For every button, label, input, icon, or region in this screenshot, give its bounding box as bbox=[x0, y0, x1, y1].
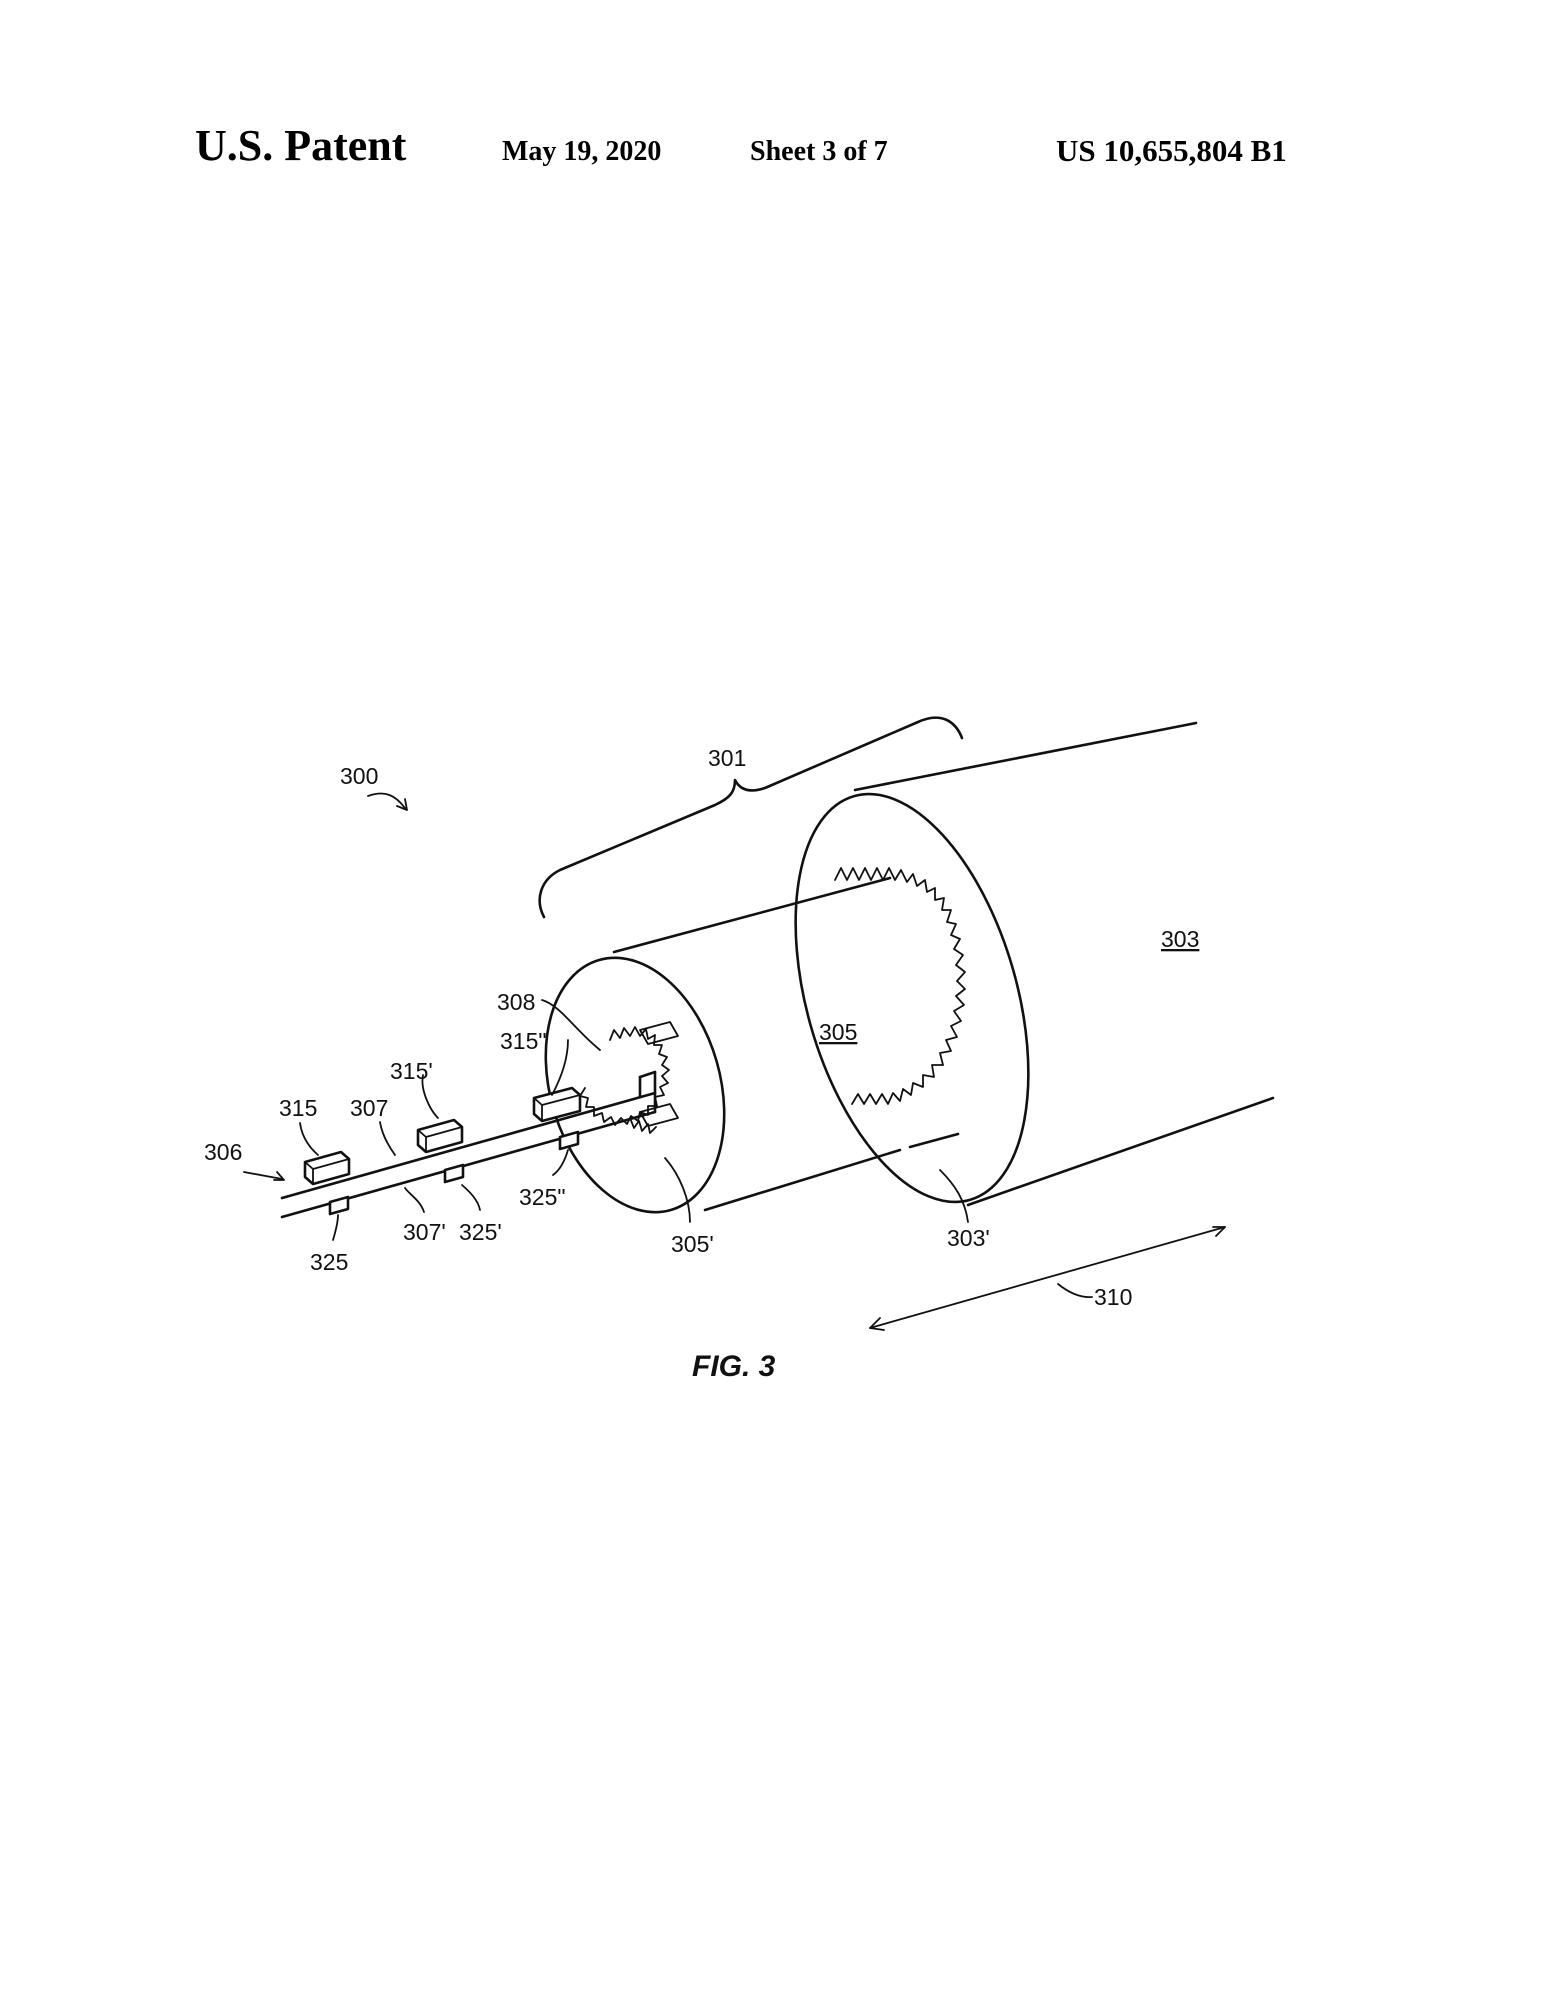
leader-315p bbox=[421, 1074, 439, 1119]
label-300: 300 bbox=[340, 763, 378, 789]
pinion-bracket bbox=[639, 1021, 679, 1127]
inner-cylinder-305 bbox=[612, 876, 960, 1212]
block-325 bbox=[328, 1195, 350, 1216]
label-305: 305 bbox=[819, 1019, 857, 1045]
outer-cylinder-face bbox=[794, 792, 1030, 1204]
pinion-gear-lower-teeth bbox=[629, 1117, 657, 1134]
leader-306 bbox=[243, 1171, 283, 1180]
header-sheet: Sheet 3 of 7 bbox=[750, 136, 888, 167]
label-301: 301 bbox=[708, 745, 746, 771]
label-315: 315 bbox=[279, 1095, 317, 1121]
header-date: May 19, 2020 bbox=[502, 136, 662, 167]
block-315p bbox=[416, 1118, 464, 1154]
outer-cylinder-303 bbox=[853, 721, 1275, 1207]
leader-315 bbox=[299, 1122, 319, 1156]
block-315pp bbox=[532, 1086, 582, 1123]
label-315p: 315' bbox=[390, 1058, 433, 1084]
label-306: 306 bbox=[204, 1139, 242, 1165]
arrow-310-left-head bbox=[869, 1317, 885, 1331]
header-patent-title: U.S. Patent bbox=[195, 121, 407, 170]
block-325pp bbox=[558, 1130, 580, 1151]
leader-310 bbox=[1057, 1283, 1093, 1298]
label-325p: 325' bbox=[459, 1219, 502, 1245]
header-patent-number: US 10,655,804 B1 bbox=[1056, 133, 1287, 168]
block-315 bbox=[303, 1150, 351, 1186]
label-307p: 307' bbox=[403, 1219, 446, 1245]
leader-315pp bbox=[551, 1039, 569, 1096]
label-303: 303 bbox=[1161, 926, 1199, 952]
arrow-310-right-head bbox=[1212, 1226, 1226, 1237]
label-325: 325 bbox=[310, 1249, 348, 1275]
label-310: 310 bbox=[1094, 1284, 1132, 1310]
leader-300 bbox=[367, 792, 406, 809]
internal-gear-303p bbox=[834, 867, 966, 1105]
label-303p: 303' bbox=[947, 1225, 990, 1251]
leader-307 bbox=[379, 1121, 396, 1156]
leader-308 bbox=[541, 999, 601, 1051]
arrow-310-line bbox=[869, 1226, 1226, 1329]
bracket-301 bbox=[538, 716, 964, 919]
leader-325p bbox=[461, 1184, 481, 1211]
leader-325pp bbox=[552, 1149, 569, 1176]
leader-305p bbox=[664, 1157, 691, 1223]
label-307: 307 bbox=[350, 1095, 388, 1121]
label-308: 308 bbox=[497, 989, 535, 1015]
leader-307p bbox=[404, 1187, 425, 1213]
arrow-306 bbox=[273, 1171, 285, 1181]
arrow-300 bbox=[396, 798, 408, 811]
label-325pp: 325" bbox=[519, 1184, 566, 1210]
block-325p bbox=[443, 1163, 465, 1184]
label-305p: 305' bbox=[671, 1231, 714, 1257]
figure-caption: FIG. 3 bbox=[692, 1350, 776, 1383]
label-315pp: 315" bbox=[500, 1028, 547, 1054]
leader-325 bbox=[332, 1214, 339, 1241]
leader-303p bbox=[939, 1169, 969, 1223]
